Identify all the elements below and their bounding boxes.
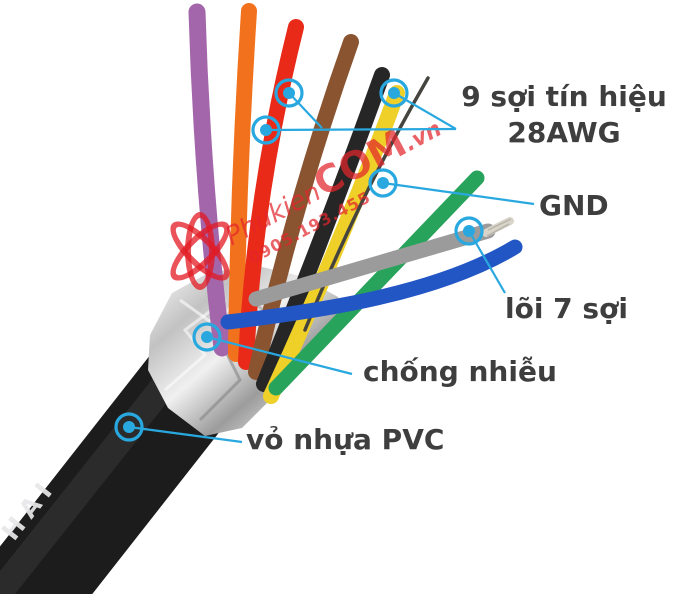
callout-markers	[114, 78, 484, 442]
cable-jacket-sheen	[0, 327, 213, 594]
label-pvc-jacket: vỏ nhựa PVC	[246, 423, 445, 456]
label-core-strands: lõi 7 sợi	[505, 292, 628, 325]
leader-line-signal	[265, 127, 457, 132]
wire-drain-gnd	[303, 76, 430, 332]
leader-line-signal	[288, 92, 323, 129]
callout-marker-dot	[260, 124, 272, 136]
foil-crinkle	[198, 349, 242, 422]
callout-marker-ring	[274, 78, 304, 108]
callout-marker-ring	[379, 78, 409, 108]
wire-orange	[228, 3, 257, 362]
label-signal-wires: 9 sợi tín hiệu 28AWG	[438, 79, 690, 151]
leader-line-core	[468, 230, 506, 294]
wire-yellow	[263, 85, 405, 404]
bare-core-tip	[482, 217, 514, 237]
wire-gray	[248, 223, 496, 307]
callout-marker-ring	[368, 168, 398, 198]
callout-marker-ring	[192, 322, 222, 352]
callout-marker-ring	[251, 115, 281, 145]
callout-marker-ring	[114, 412, 144, 442]
bare-core-strand	[487, 218, 512, 231]
leader-line-shield	[206, 335, 353, 376]
label-gnd: GND	[539, 189, 609, 222]
leader-line-gnd	[382, 181, 535, 206]
callout-marker-dot	[388, 87, 400, 99]
callout-marker-dot	[377, 177, 389, 189]
callout-marker-dot	[201, 331, 213, 343]
wire-blue	[220, 239, 523, 330]
label-signal-line2: 28AWG	[507, 116, 621, 149]
callout-marker-ring	[454, 216, 484, 246]
wire-purple	[188, 3, 231, 357]
bare-core-strand	[486, 223, 510, 237]
label-shield: chống nhiễu	[363, 355, 557, 388]
callout-marker-dot	[283, 87, 295, 99]
label-signal-line1: 9 sợi tín hiệu	[461, 80, 667, 113]
callout-marker-dot	[123, 421, 135, 433]
wire-brown	[248, 34, 359, 380]
wire-black	[256, 67, 390, 392]
wire-green	[268, 170, 485, 396]
leader-line-pvc	[128, 425, 243, 444]
callout-marker-dot	[463, 225, 475, 237]
